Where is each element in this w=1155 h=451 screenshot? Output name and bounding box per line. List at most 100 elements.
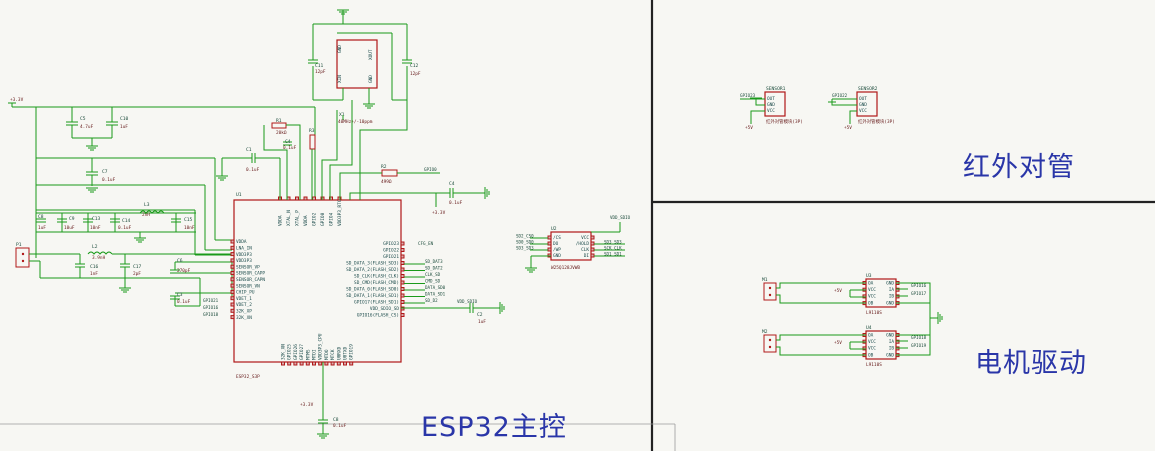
svg-text:VCC: VCC [859,108,867,114]
u3-ref: U3 [866,273,872,279]
esp32-left-pin-label: VDET_1 [236,296,252,302]
esp32-left-pin-label: VDET_2 [236,302,252,308]
r3-ref: R3 [309,128,315,134]
cap-c3: C3 0.1uF [170,278,232,307]
title-motor: 电机驱动 [975,348,1087,379]
flash-left-pin: /WP [553,247,561,253]
net-gpio0: GPIO0 [424,167,437,172]
esp32-right-pin-label: GPIO16(FLASH_CS) [357,313,399,319]
c12-ref: C12 [410,63,419,69]
flash-right-pin: DI [584,253,590,259]
esp32-right-net: CLK_SD [425,272,441,277]
c13-ref: C13 [92,216,101,222]
c6-ref: C6 [177,258,183,264]
flash-left-pin: /CS [553,235,561,241]
esp32-right-pin [400,300,405,304]
l3-ref: L3 [144,202,150,208]
c9-ref: C9 [69,216,75,222]
esp32-bottom-pin [336,361,341,366]
net-label-3v3-top: +3.3V [432,210,446,216]
esp32-right-pin-label: SD_DATA_2(FLASH_SD2) [346,267,399,273]
flash-left-pin: GND [553,253,561,259]
cap-c10: C10 1uF [106,107,129,138]
ir2-net: GPIO22 [832,93,848,98]
esp32-right-pin-label: SD_CMD(FLASH_CMD) [354,280,399,286]
ground-symbol [525,267,537,273]
esp32-ref: U1 [236,192,242,198]
m1-ref: M1 [762,277,768,283]
esp32-top-pin [295,196,299,201]
esp32-bottom-pin-label: VDD3P3_CPU [318,333,324,360]
driver-left-pin: OA [868,280,874,286]
esp32-bottom-pin [318,361,323,366]
cap-c3-top: C4 0.1uF [449,181,485,206]
net-gpio-left-3: GPIO18 [203,312,219,317]
r1-ref: R1 [276,118,282,124]
inductor-l2: L2 3.9nH [87,244,232,261]
resistor-r3: R3 [309,128,316,150]
esp32-value: ESP32_S3P [236,374,260,380]
esp32-right-nets: SD_DAT3SD_DAT2CLK_SDCMD_SDDATA_SD0DATA_S… [404,259,446,304]
cap-c5: C5 4.7uF [66,107,94,138]
esp32-top-pin [312,196,316,201]
p1-ref: P1 [16,242,22,248]
c4-ref: C4 [285,139,291,145]
ground-symbol [317,433,329,439]
esp32-right-pin [400,280,405,285]
esp32-left-pin-label: VDD3P3 [236,258,252,264]
svg-text:OUT: OUT [767,96,775,102]
esp32-bottom-pin [330,361,335,366]
cap-c-bottom: C8 0.1uF [318,417,347,434]
resistor-r2: R2 499Ω [381,164,398,185]
esp32-right-pin-label: VDD_SDIO_SD [370,306,399,312]
esp32-left-pin-label: VDDA [236,239,247,245]
driver-left-pin: VCC [868,339,876,345]
esp32-top-pin-label: VDDA [278,215,284,226]
esp32-top-pin-label: GPIO2 [312,212,318,226]
esp32-bottom-pin [349,361,354,366]
flash-left-net: SD0_SD0 [516,239,534,244]
esp32-left-pin [230,315,235,320]
esp32-left-pin-label: SENSOR_VN [236,283,260,289]
l2-ref: L2 [92,244,98,250]
driver-right-pin: IA [889,339,895,345]
c10-ref: C10 [120,116,129,122]
esp32-left-pin-label: SENSOR_VP [236,264,260,270]
flash-chip-u2: U2 W25Q128JVWB /CSSD2_CS0DOSD0_SD0/WPSD3… [516,226,625,271]
esp32-right-net: SD_DAT3 [425,259,443,264]
esp32-bottom-pin-label: MTDI [312,349,318,360]
c14-ref: C14 [122,218,131,224]
c17-value: 2pF [133,271,141,277]
esp32-left-pin-label: 32K_XP [236,309,252,315]
c3-ref: C3 [177,292,183,298]
power-rail-3v3 [8,102,316,258]
net-gpio-left-2: GPIO16 [203,305,219,310]
esp32-bottom-pin [312,361,316,366]
cap-c13: C13 10nF [83,213,101,232]
driver-left-pin: VCC [868,294,876,300]
esp32-right-pin-label: GPIO21 [383,254,399,260]
esp32-left-pin [230,283,235,288]
esp32-right-net: DATA_SD0 [425,285,446,290]
l2-value: 3.9nH [92,255,106,261]
esp32-left-pin-label: 32K_XN [236,315,252,321]
esp32-bottom-pin-label: MTCK [330,349,336,360]
driver-right-pin: GND [886,280,894,286]
svg-text:C4: C4 [449,181,455,187]
flash-right-pin: VCC [581,235,589,241]
c15-ref: C15 [184,217,193,223]
esp32-top-pin-label: GPIO0 [320,212,326,226]
c8-ref: C8 [38,214,44,220]
l3-value: 2nH [142,212,150,218]
driver-right-pin: IB [889,294,895,300]
svg-text:GND: GND [767,102,775,108]
ground-symbol [484,187,490,199]
ir2-value: 红外对管模块(3P) [858,118,895,125]
esp32-bottom-pin-label: GPIO26 [293,344,299,360]
cap-c6: C6 270pF [170,258,232,274]
